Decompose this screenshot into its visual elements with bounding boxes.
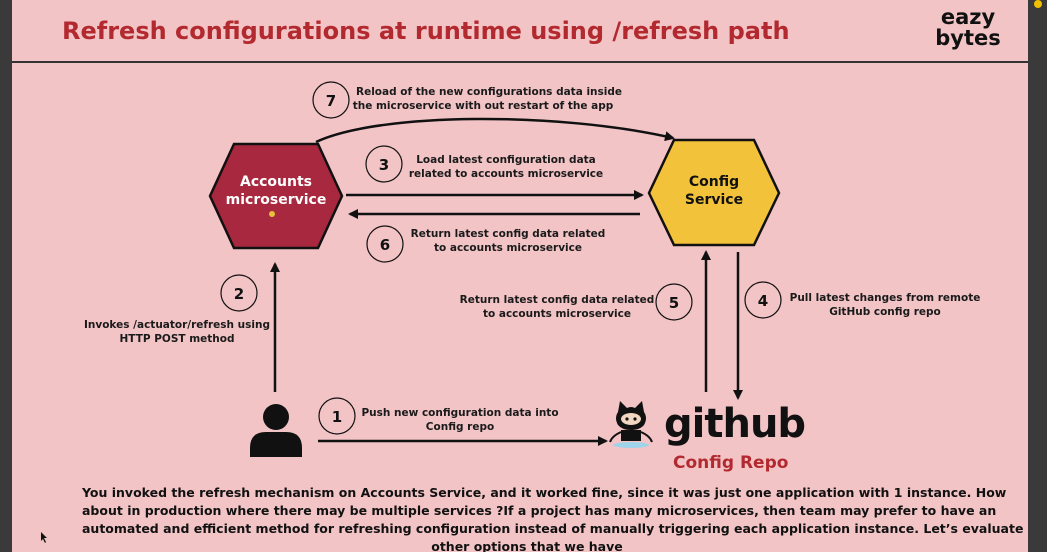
step-3-badge [365,145,403,183]
octocat-icon [609,401,653,448]
window-left-edge [0,0,12,552]
step-7-text-line1: Reload of the new configurations data in… [356,86,622,98]
window-right-edge [1028,0,1047,552]
paragraph-line: automated and efficient method for refre… [82,521,1024,536]
step-4-text-line2: GitHub config repo [829,306,941,318]
mouse-cursor-icon [41,532,47,543]
step-1-number: 1 [332,408,342,426]
step-4-badge [744,281,782,319]
step-4-text-line1: Pull latest changes from remote [790,292,981,304]
step-2: 2 Invokes /actuator/refresh using HTTP P… [84,274,270,345]
step-5-number: 5 [669,294,679,312]
logo-line1: eazy [941,5,996,29]
step-1: 1 Push new configuration data into Confi… [318,397,559,435]
step-5-badge [655,283,693,321]
step-2-text-line2: HTTP POST method [120,333,235,345]
config-label-line1: Config [689,174,739,190]
step-2-text-line1: Invokes /actuator/refresh using [84,319,270,331]
page-title: Refresh configurations at runtime using … [62,17,790,45]
window-indicator-dot [1034,0,1042,8]
arrow-step-7 [315,117,675,144]
step-2-number: 2 [234,285,244,303]
step-3-number: 3 [379,156,389,174]
step-3-text-line1: Load latest configuration data [416,154,596,166]
explanation-paragraph: You invoked the refresh mechanism on Acc… [82,484,1024,552]
paragraph-line: about in production where there may be m… [82,503,997,518]
paragraph-line: other options that we have [431,539,623,552]
step-7: 7 Reload of the new configurations data … [312,81,622,119]
github-wordmark: github [664,401,805,447]
step-1-text-line2: Config repo [426,421,494,433]
step-6: 6 Return latest config data related to a… [366,225,606,263]
eazybytes-logo: eazy bytes [935,5,1001,50]
step-1-text-line1: Push new configuration data into [361,407,558,419]
step-6-number: 6 [380,236,390,254]
config-repo-label: Config Repo [673,453,788,473]
accounts-label-line1: Accounts [240,174,312,190]
step-2-badge [220,274,258,312]
step-6-text-line1: Return latest config data related [411,228,606,240]
step-5-text-line2: to accounts microservice [483,308,631,320]
step-4-number: 4 [758,292,768,310]
accounts-label-line2: microservice [226,192,327,208]
step-5-text-line1: Return latest config data related [460,294,655,306]
accounts-hexagon [208,142,344,250]
slide: Refresh configurations at runtime using … [12,0,1028,552]
step-1-badge [318,397,356,435]
step-7-badge [312,81,350,119]
step-6-badge [366,225,404,263]
step-3: 3 Load latest configuration data related… [365,145,603,183]
step-5: 5 Return latest config data related to a… [460,283,693,321]
step-4: 4 Pull latest changes from remote GitHub… [744,281,981,319]
step-3-text-line2: related to accounts microservice [409,168,603,180]
accounts-microservice-node: Accounts microservice [208,142,344,250]
step-7-text-line2: the microservice with out restart of the… [353,100,614,112]
logo-line2: bytes [935,26,1001,50]
config-hexagon [647,138,781,247]
diagram: Refresh configurations at runtime using … [12,5,1028,543]
step-6-text-line2: to accounts microservice [434,242,582,254]
user-icon [250,404,302,457]
paragraph-line: You invoked the refresh mechanism on Acc… [82,485,1007,500]
config-label-line2: Service [685,192,743,208]
step-7-number: 7 [326,92,336,110]
cursor-dot [269,211,275,217]
config-service-node: Config Service [647,138,781,247]
